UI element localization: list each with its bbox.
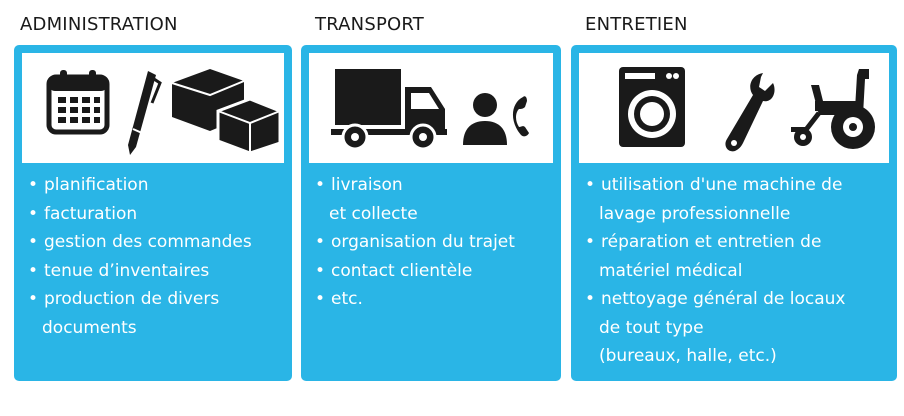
washing-machine-icon (619, 67, 685, 147)
list-item: etc. (313, 285, 555, 314)
calendar-icon (46, 70, 110, 135)
wheelchair-icon (791, 69, 875, 149)
column-title: TRANSPORT (315, 14, 424, 35)
column-title: ENTRETIEN (585, 14, 688, 35)
column-title: ADMINISTRATION (20, 14, 178, 35)
category-card: planification facturation gestion des co… (14, 45, 292, 381)
list-item: organisation du trajet (313, 228, 555, 257)
phone-contact-icon (463, 93, 529, 145)
icon-panel (579, 53, 889, 163)
list-item: planification (26, 171, 286, 200)
truck-icon (331, 69, 447, 151)
pen-icon (128, 71, 162, 155)
list-item: gestion des commandes (26, 228, 286, 257)
icon-panel (22, 53, 284, 163)
boxes-icon (171, 69, 282, 153)
wrench-icon (725, 73, 775, 152)
icon-panel (309, 53, 553, 163)
list-item: facturation (26, 200, 286, 229)
list-item: tenue d’inventaires (26, 257, 286, 286)
task-list: planification facturation gestion des co… (26, 171, 286, 342)
list-item: contact clientèle (313, 257, 555, 286)
